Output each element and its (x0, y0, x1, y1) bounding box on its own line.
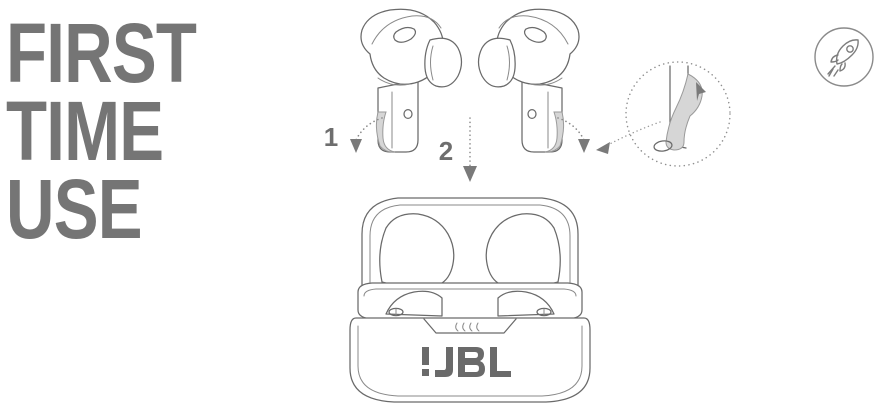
charging-case (349, 197, 591, 403)
protective-film-detail (625, 61, 731, 167)
page-title-line-2: TIME (6, 84, 164, 179)
page-title-line-3: USE (6, 162, 143, 257)
step-2-arrow (463, 117, 477, 182)
step-2-number: 2 (439, 136, 453, 166)
jbl-logo (422, 347, 511, 377)
rocket-icon (827, 39, 859, 77)
left-earbud (360, 8, 463, 153)
first-time-use-illustration: .ln { fill:none; stroke:#6a6a6a; stroke-… (300, 0, 760, 405)
page-title: FIRST TIME USE (6, 6, 306, 257)
step-1-number: 1 (324, 122, 338, 152)
right-earbud (477, 8, 580, 153)
first-time-use-badge (813, 26, 875, 88)
right-peel-arrow (557, 117, 590, 153)
badge-circle (814, 27, 874, 87)
step-1-arrow (350, 117, 383, 153)
callout-connector-arrow (596, 121, 661, 154)
page-title-line-1: FIRST (6, 6, 197, 100)
led-indicators (455, 322, 480, 332)
